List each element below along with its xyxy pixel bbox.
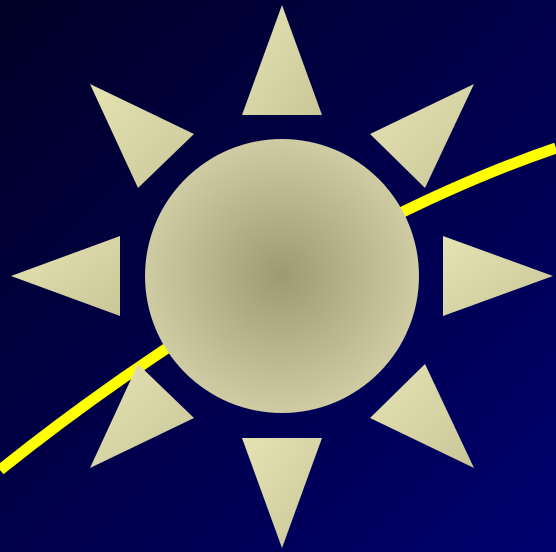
sun-disc <box>145 139 419 413</box>
